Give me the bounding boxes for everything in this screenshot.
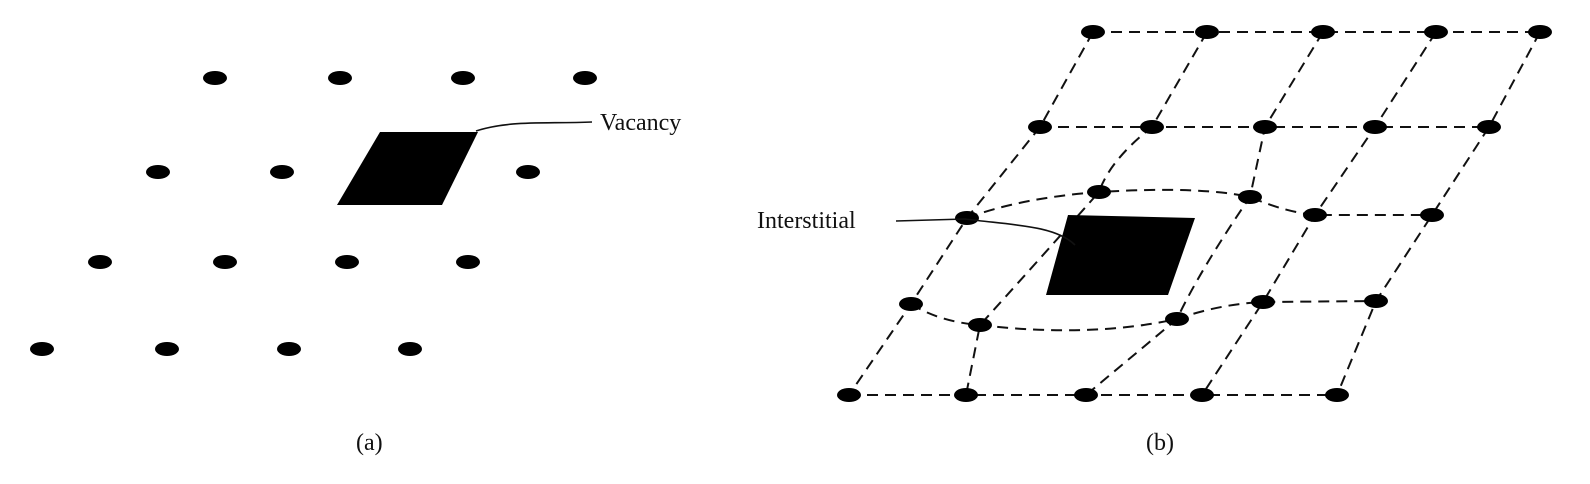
lattice-atom — [1190, 388, 1214, 402]
lattice-atom — [955, 211, 979, 225]
lattice-atom — [30, 342, 54, 356]
vacancy-leader-line — [475, 121, 593, 132]
panel-b-caption: (b) — [1146, 430, 1174, 456]
lattice-atom — [328, 71, 352, 85]
panel-a-vacancy: Vacancy (a) — [30, 71, 681, 456]
lattice-bond-line — [1085, 31, 1324, 396]
lattice-atom — [1420, 208, 1444, 222]
lattice-atom — [1364, 294, 1388, 308]
lattice-atom — [1238, 190, 1262, 204]
lattice-atom — [1325, 388, 1349, 402]
panel-a-caption: (a) — [356, 430, 383, 456]
lattice-atom — [837, 388, 861, 402]
vacancy-label: Vacancy — [600, 110, 681, 136]
lattice-bond-line — [965, 31, 1208, 396]
lattice-atom — [1311, 25, 1335, 39]
lattice-atom — [1251, 295, 1275, 309]
lattice-atom — [1253, 120, 1277, 134]
lattice-atom — [1081, 25, 1105, 39]
lattice-atom — [1528, 25, 1552, 39]
lattice-bond-line — [1336, 31, 1541, 396]
lattice-atom — [155, 342, 179, 356]
lattice-atom — [88, 255, 112, 269]
lattice-atom — [1140, 120, 1164, 134]
lattice-atom — [1363, 120, 1387, 134]
lattice-atom — [516, 165, 540, 179]
lattice-bond-line — [966, 188, 1432, 219]
lattice-atom — [1087, 185, 1111, 199]
lattice-atom — [451, 71, 475, 85]
lattice-atom — [1195, 25, 1219, 39]
lattice-atom — [899, 297, 923, 311]
lattice-atom — [456, 255, 480, 269]
lattice-atom — [398, 342, 422, 356]
lattice-bond-line — [910, 300, 1377, 332]
vacancy-site — [337, 132, 478, 205]
lattice-atom — [203, 71, 227, 85]
lattice-atom — [1074, 388, 1098, 402]
interstitial-leader-line — [895, 218, 1076, 246]
lattice-atom — [335, 255, 359, 269]
lattice-atom — [968, 318, 992, 332]
lattice-atom — [213, 255, 237, 269]
panel-b-interstitial: Interstitial (b) — [757, 25, 1552, 456]
distorted-lattice-grid — [837, 25, 1552, 402]
lattice-atom — [1303, 208, 1327, 222]
interstitial-atom — [1046, 215, 1195, 295]
lattice-atom — [573, 71, 597, 85]
lattice-atom — [1477, 120, 1501, 134]
lattice-atom — [146, 165, 170, 179]
lattice-atom — [277, 342, 301, 356]
lattice-atom — [1165, 312, 1189, 326]
lattice-atom — [954, 388, 978, 402]
lattice-atom — [1028, 120, 1052, 134]
lattice-atom — [1424, 25, 1448, 39]
lattice-atom — [270, 165, 294, 179]
interstitial-label: Interstitial — [757, 208, 856, 234]
